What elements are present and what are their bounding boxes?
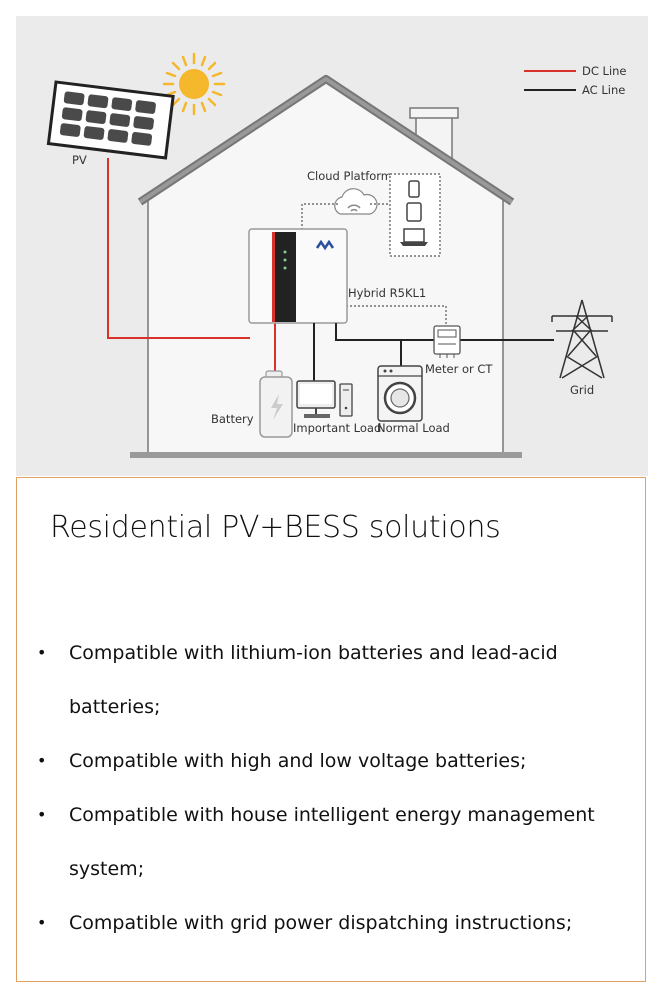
feature-list: • Compatible with lithium-ion batteries a… [17,626,645,950]
important-load-label: Important Load [293,421,381,435]
bullet-text: Compatible with house intelligent energy… [69,804,595,826]
battery-icon [259,370,293,438]
meter-label: Meter or CT [425,362,493,376]
battery-label: Battery [211,412,254,426]
cloud-wifi-icon [334,188,378,215]
bullet-icon: • [37,751,47,770]
legend-dc-label: DC Line [582,64,627,78]
bullet-text: Compatible with high and low voltage bat… [69,750,527,772]
sun-icon [162,52,226,116]
washing-machine-icon [377,365,423,422]
pv-label: PV [72,153,87,167]
meter-icon [433,325,461,358]
dc-lines [107,158,276,376]
list-item: • Compatible with high and low voltage ba… [17,734,645,788]
list-item: • Compatible with grid power dispatching … [17,896,645,950]
laptop-icon [400,228,428,246]
bullet-icon: • [37,643,47,662]
bullet-text-cont: system; [69,858,145,880]
card-title: Residential PV+BESS solutions [50,510,501,545]
inverter-icon [248,228,348,324]
phone-icon [408,180,420,198]
bullet-text-cont: batteries; [69,696,161,718]
tablet-icon [406,202,422,222]
solar-panel-icon [46,80,175,160]
ac-lines [313,323,554,384]
bullet-text: Compatible with grid power dispatching i… [69,912,573,934]
inverter-label: Hybrid R5KL1 [348,286,426,300]
list-item: • Compatible with house intelligent energ… [17,788,645,896]
system-diagram: DC Line AC Line [16,16,648,476]
computer-icon [296,380,353,418]
transmission-tower-icon [551,299,613,379]
legend: DC Line AC Line [524,64,627,97]
normal-load-label: Normal Load [377,421,450,435]
solutions-card: Residential PV+BESS solutions • Compatibl… [16,477,646,982]
bullet-icon: • [37,805,47,824]
list-item: • Compatible with lithium-ion batteries a… [17,626,645,734]
legend-ac-label: AC Line [582,83,625,97]
grid-label: Grid [570,383,594,397]
cloud-platform-label: Cloud Platform [307,169,392,183]
bullet-text: Compatible with lithium-ion batteries an… [69,642,558,664]
bullet-icon: • [37,913,47,932]
